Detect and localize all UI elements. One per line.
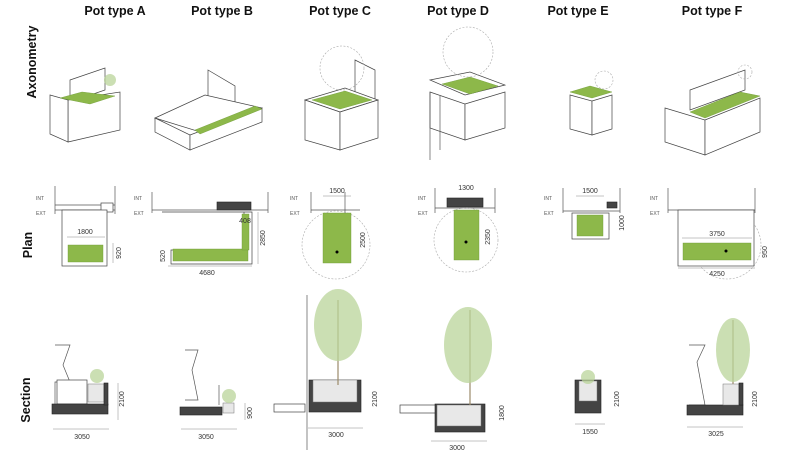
- axonometry-pot-a: [49, 67, 121, 143]
- dim-c-section-width: 3000: [328, 432, 344, 439]
- dim-a-section-width: 3050: [74, 434, 90, 441]
- dim-f-section-width: 3025: [708, 431, 724, 438]
- dim-b-planter-width: 520: [160, 250, 167, 262]
- int-label: INT: [650, 196, 658, 202]
- header-pot-d: Pot type D: [427, 4, 489, 18]
- ext-label: EXT: [418, 211, 428, 217]
- dim-b-length: 4680: [199, 270, 215, 277]
- dim-e-width: 1500: [582, 188, 598, 195]
- header-pot-a: Pot type A: [84, 4, 145, 18]
- dim-e-depth: 1000: [619, 215, 626, 231]
- dim-e-section-width: 1550: [582, 429, 598, 436]
- dim-d-width: 1300: [458, 185, 474, 192]
- dim-f-depth: 950: [762, 246, 769, 258]
- axonometry-pot-f: [664, 64, 761, 156]
- dim-a-depth: 920: [116, 247, 123, 259]
- dim-f-height: 2100: [752, 391, 759, 407]
- header-pot-e: Pot type E: [547, 4, 608, 18]
- axonometry-pot-e: [569, 70, 614, 136]
- axonometry-pot-b: [154, 69, 264, 151]
- int-label: INT: [290, 196, 298, 202]
- ext-label: EXT: [544, 211, 554, 217]
- section-pot-c: 2100 3000: [273, 289, 379, 450]
- dim-b-depth: 2850: [260, 230, 267, 246]
- row-label-axonometry: Axonometry: [25, 25, 39, 98]
- ext-label: EXT: [134, 211, 144, 217]
- dim-d-height: 1800: [499, 405, 506, 421]
- axonometry-pot-d: [428, 26, 507, 160]
- dim-f-outer-width: 4250: [709, 271, 725, 278]
- dim-f-inner-width: 3750: [709, 231, 725, 238]
- dim-a-height: 2100: [119, 391, 126, 407]
- row-label-plan: Plan: [21, 232, 35, 258]
- dim-d-section-width: 3000: [449, 445, 465, 452]
- dim-e-height: 2100: [614, 391, 621, 407]
- axonometry-pot-c: [303, 45, 380, 151]
- section-pot-b: 900 3050: [179, 349, 254, 441]
- plan-pot-e: INT EXT 1500 1000: [544, 188, 626, 240]
- header-pot-c: Pot type C: [309, 4, 371, 18]
- section-pot-f: 2100 3025: [686, 318, 759, 438]
- header-pot-f: Pot type F: [682, 4, 743, 18]
- ext-label: EXT: [36, 211, 46, 217]
- plan-pot-d: INT EXT 1300 2350: [418, 185, 499, 273]
- dim-c-width: 1500: [329, 188, 345, 195]
- header-pot-b: Pot type B: [191, 4, 253, 18]
- ext-label: EXT: [650, 211, 660, 217]
- plan-pot-f: INT EXT 3750 950 4250: [650, 188, 769, 280]
- dim-a-width: 1800: [77, 229, 93, 236]
- dim-b-offset: 408: [239, 218, 251, 225]
- dim-c-height: 2100: [372, 391, 379, 407]
- row-label-section: Section: [19, 377, 33, 422]
- dim-c-depth: 2500: [360, 232, 367, 248]
- int-label: INT: [418, 196, 426, 202]
- dim-d-depth: 2350: [485, 229, 492, 245]
- dim-b-height: 900: [247, 407, 254, 419]
- int-label: INT: [544, 196, 552, 202]
- plan-pot-b: INT EXT 408 2850 520 4680: [134, 192, 269, 277]
- int-label: INT: [36, 196, 44, 202]
- int-label: INT: [134, 196, 142, 202]
- section-pot-d: 1800 3000: [399, 307, 506, 452]
- section-pot-e: 2100 1550: [574, 370, 621, 436]
- plan-pot-a: INT EXT 1800 920: [36, 186, 123, 267]
- plan-pot-c: INT EXT 1500 2500: [290, 188, 371, 280]
- section-pot-a: 2100 3050: [51, 344, 126, 441]
- dim-b-section-width: 3050: [198, 434, 214, 441]
- ext-label: EXT: [290, 211, 300, 217]
